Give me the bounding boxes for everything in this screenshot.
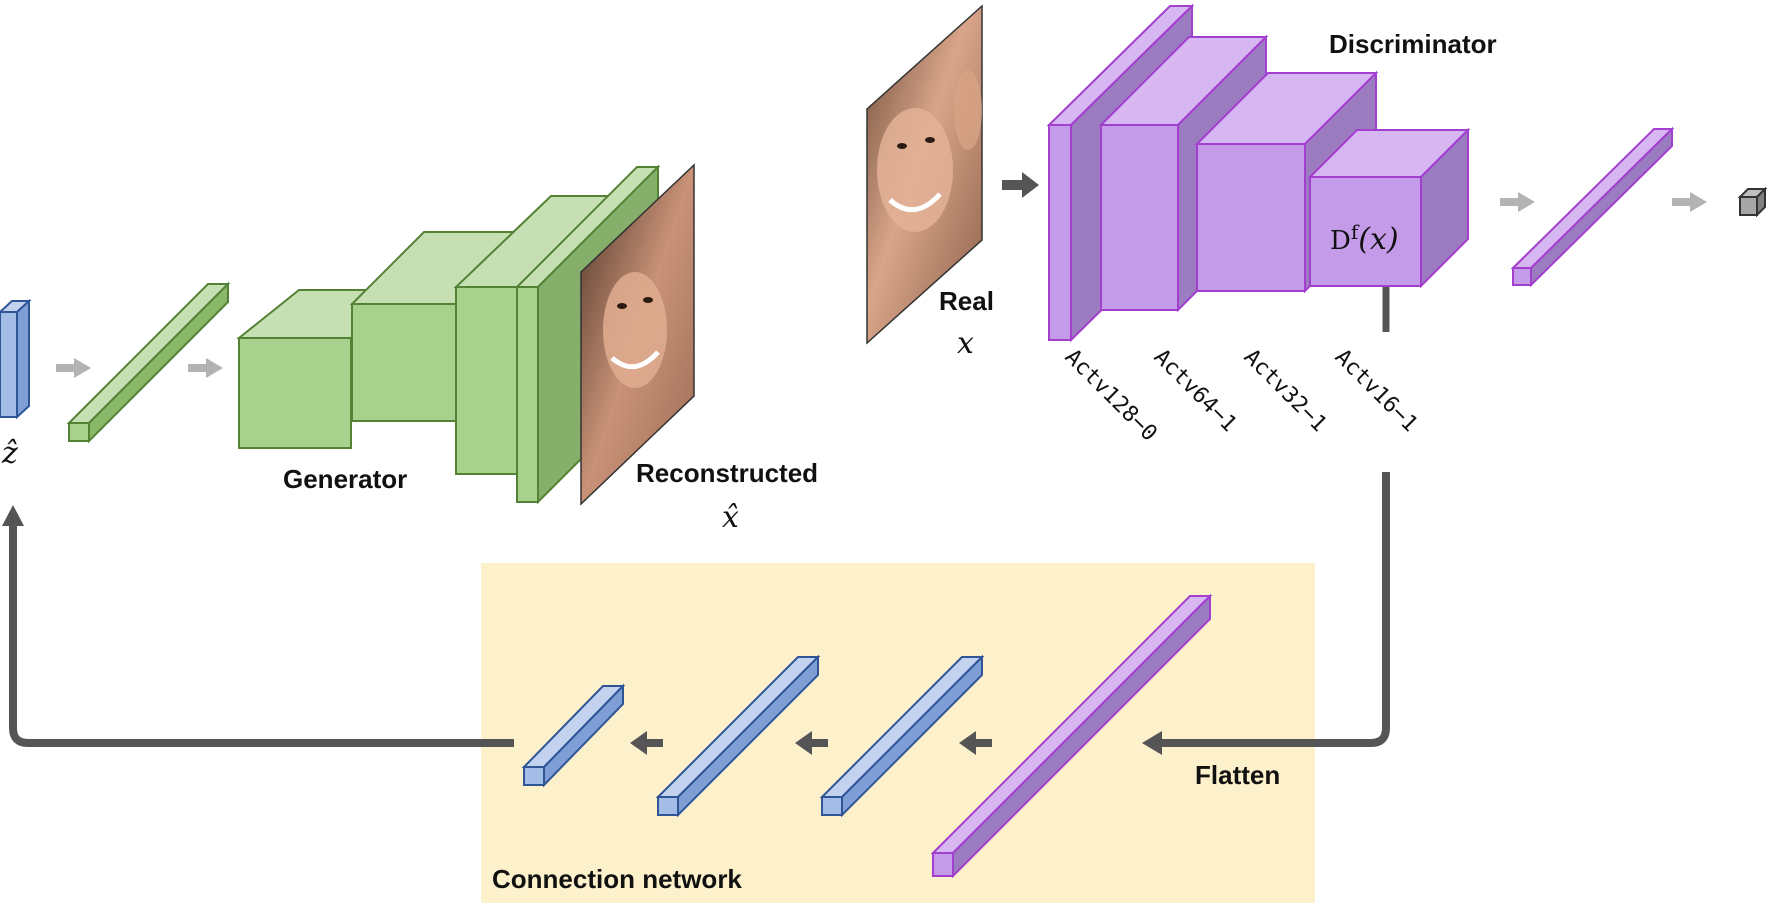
activation-label-4: Actv16−1 [1330, 345, 1423, 438]
arrow-fc-to-conv [188, 358, 223, 378]
arrow-disc-to-fc [1500, 192, 1535, 212]
connection-bar-1 [521, 683, 626, 788]
arrow-conn-1 [630, 731, 663, 755]
connection-bar-2 [655, 654, 821, 818]
discriminator-label: Discriminator [1329, 29, 1497, 59]
real-image [866, 4, 983, 345]
connection-network-label: Connection network [492, 864, 742, 894]
real-label: Real [939, 286, 994, 316]
generator-fc-bar [66, 281, 231, 444]
connection-bar-3 [819, 654, 985, 818]
arrow-real-to-discriminator [1002, 172, 1039, 198]
dfx-label: Df(x) [1330, 220, 1399, 257]
reconstructed-image [580, 163, 695, 506]
arrow-z-to-fc [56, 358, 91, 378]
activation-label-2: Actv64−1 [1149, 345, 1242, 438]
z-hat-label: ẑ [1, 436, 18, 471]
flatten-arrowhead [1142, 731, 1162, 755]
discriminator-block-actv16 [1307, 127, 1471, 289]
x-label: x [957, 326, 974, 361]
latent-z-bar [0, 298, 32, 420]
arrow-fc-to-output [1672, 192, 1707, 212]
x-hat-label: x̂ [722, 500, 739, 535]
generator-block-1 [236, 289, 414, 449]
discriminator-fc-bar [1510, 126, 1675, 288]
flatten-bar [930, 593, 1213, 879]
flatten-path-arrow [1158, 472, 1390, 747]
return-arrowhead [2, 505, 24, 526]
flatten-label: Flatten [1195, 760, 1280, 790]
arrow-conn-2 [795, 731, 828, 755]
output-cube [1737, 186, 1768, 218]
activation-label-3: Actv32−1 [1239, 345, 1332, 438]
activation-label-1: Actv128−0 [1060, 345, 1162, 447]
generator-label: Generator [283, 464, 407, 494]
return-path-arrow [9, 523, 514, 747]
reconstructed-label: Reconstructed [636, 458, 818, 488]
generator-block-3 [453, 195, 615, 475]
arrow-conn-3 [959, 731, 992, 755]
